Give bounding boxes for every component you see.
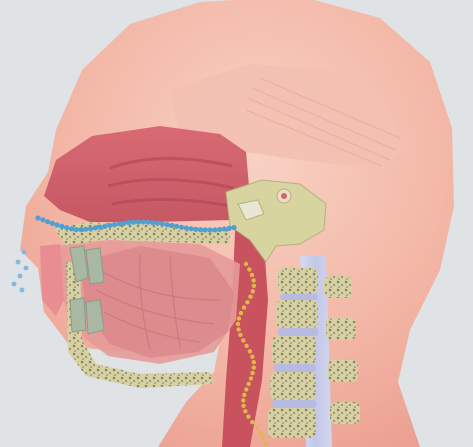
blue-droplet: [184, 225, 189, 230]
air-droplet: [20, 288, 25, 293]
blue-droplet: [212, 227, 217, 232]
blue-droplet: [193, 227, 198, 232]
blue-droplet: [64, 225, 69, 230]
blue-droplet: [174, 224, 179, 229]
air-droplet: [18, 274, 23, 279]
blue-droplet: [198, 227, 203, 232]
blue-droplet: [50, 221, 55, 226]
yellow-dot: [262, 436, 266, 440]
yellow-dot: [241, 404, 245, 408]
yellow-dot: [250, 273, 254, 277]
yellow-dot: [254, 425, 258, 429]
yellow-dot: [244, 387, 248, 391]
yellow-dot: [250, 371, 254, 375]
yellow-dot: [251, 278, 255, 282]
yellow-dot: [242, 393, 246, 397]
blue-droplet: [227, 226, 232, 231]
blue-droplet: [160, 221, 165, 226]
yellow-dot: [242, 305, 246, 309]
blue-droplet: [117, 221, 122, 226]
blue-droplet: [141, 219, 146, 224]
yellow-dot: [252, 360, 256, 364]
blue-droplet: [179, 225, 184, 230]
blue-droplet: [55, 222, 60, 227]
blue-droplet: [102, 224, 107, 229]
yellow-dot: [245, 300, 249, 304]
blue-droplet: [155, 221, 160, 226]
blue-droplet: [98, 225, 103, 230]
yellow-dot: [237, 316, 241, 320]
blue-droplet: [203, 227, 208, 232]
yellow-dot: [252, 284, 256, 288]
blue-droplet: [78, 227, 83, 232]
blue-droplet: [217, 227, 222, 232]
yellow-dot: [246, 415, 250, 419]
yellow-dot: [241, 338, 245, 342]
blue-droplet: [69, 226, 74, 231]
blue-droplet: [88, 226, 93, 231]
yellow-dot: [252, 365, 256, 369]
blue-droplet: [74, 227, 79, 232]
blue-droplet: [45, 219, 50, 224]
yellow-dot: [244, 262, 248, 266]
blue-droplet: [35, 215, 40, 220]
blue-droplet: [150, 220, 155, 225]
blue-droplet: [112, 222, 117, 227]
yellow-dot: [249, 376, 253, 380]
air-droplet: [22, 250, 27, 255]
yellow-dot: [247, 382, 251, 386]
air-droplet: [24, 266, 29, 271]
blue-droplet: [208, 227, 213, 232]
blue-droplet: [169, 223, 174, 228]
blue-droplet: [121, 221, 126, 226]
blue-droplet: [59, 224, 64, 229]
blue-droplet: [40, 217, 45, 222]
yellow-dot: [250, 355, 254, 359]
yellow-dot: [236, 327, 240, 331]
yellow-dot: [239, 311, 243, 315]
yellow-dot: [248, 295, 252, 299]
yellow-dot: [238, 333, 242, 337]
yellow-dot: [247, 267, 251, 271]
yellow-dot: [258, 431, 262, 435]
blue-droplet: [145, 220, 150, 225]
yellow-dot: [236, 322, 240, 326]
blue-droplet: [131, 220, 136, 225]
air-droplet: [12, 282, 17, 287]
yellow-dot: [243, 409, 247, 413]
yellow-dot: [248, 349, 252, 353]
blue-droplet: [83, 227, 88, 232]
blue-droplet: [231, 225, 236, 230]
blue-droplet: [136, 219, 141, 224]
blue-droplet: [165, 222, 170, 227]
yellow-dot: [251, 289, 255, 293]
blue-droplet: [188, 226, 193, 231]
blue-droplet: [107, 223, 112, 228]
blue-droplet: [222, 226, 227, 231]
yellow-dot: [244, 344, 248, 348]
yellow-dot: [264, 442, 268, 446]
air-droplet: [16, 260, 21, 265]
blue-droplet: [126, 220, 131, 225]
yellow-dot: [241, 398, 245, 402]
yellow-dot: [250, 420, 254, 424]
blue-droplet: [93, 225, 98, 230]
